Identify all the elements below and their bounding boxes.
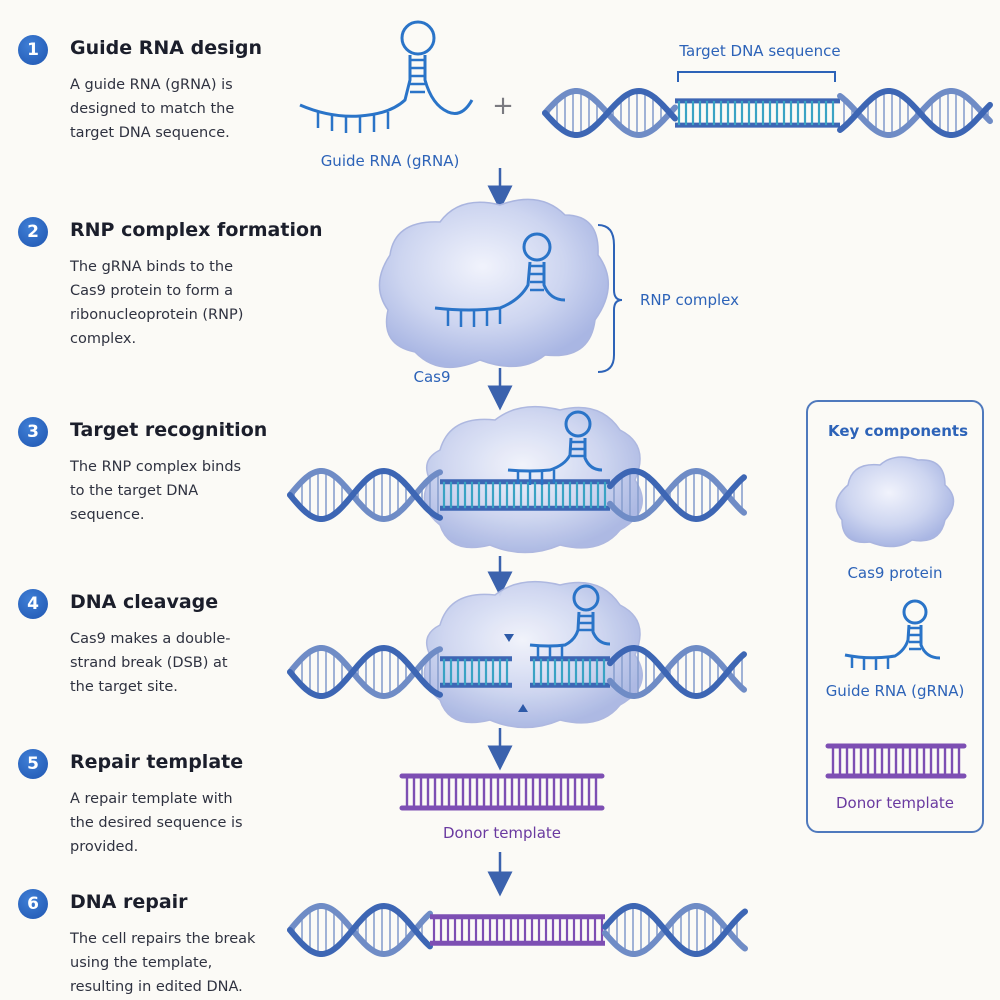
step-description-line: the target site.: [70, 679, 178, 695]
step-description-line: resulting in edited DNA.: [70, 979, 243, 995]
step-description-line: A repair template with: [70, 791, 233, 807]
key-donor-icon: [825, 743, 967, 779]
key-grna-icon: [844, 599, 941, 670]
key-components-panel: [806, 400, 984, 833]
step-description-line: designed to match the: [70, 101, 235, 117]
donor-template-step5: [399, 773, 605, 811]
step-title: Guide RNA design: [70, 37, 263, 59]
cas9-label: Cas9: [413, 368, 450, 386]
plus-sign: +: [492, 91, 514, 121]
step-description-line: complex.: [70, 331, 137, 347]
step-description-line: the desired sequence is: [70, 815, 243, 831]
step-description-line: Cas9 makes a double-: [70, 631, 231, 647]
step-description: A guide RNA (gRNA) is designed to match t…: [70, 73, 280, 145]
grna-in-target: [507, 410, 603, 485]
step-description-line: The RNP complex binds: [70, 459, 242, 475]
donor-template-label: Donor template: [443, 824, 561, 842]
step-description-line: ribonucleoprotein (RNP): [70, 307, 244, 323]
step-description: A repair template with the desired sequen…: [70, 787, 280, 859]
step-title: DNA repair: [70, 891, 188, 913]
target-sequence-bracket: [677, 71, 836, 82]
step-description-line: target DNA sequence.: [70, 125, 230, 141]
cut-site-top-marker: [504, 634, 514, 642]
step-number-badge: 6: [18, 889, 48, 919]
step-description-line: A guide RNA (gRNA) is: [70, 77, 233, 93]
step-number-badge: 3: [18, 417, 48, 447]
rnp-complex-label: RNP complex: [640, 291, 739, 309]
key-cas9-icon: [835, 456, 955, 548]
key-title: Key components: [828, 422, 968, 440]
step-description-line: to the target DNA: [70, 483, 199, 499]
step-number-badge: 5: [18, 749, 48, 779]
step-number-badge: 4: [18, 589, 48, 619]
step-number-badge: 1: [18, 35, 48, 65]
key-cas9-label: Cas9 protein: [847, 564, 942, 582]
step-description: The cell repairs the break using the temp…: [70, 927, 280, 999]
step-title: DNA cleavage: [70, 591, 219, 613]
key-donor-label: Donor template: [836, 794, 954, 812]
step-description-line: The cell repairs the break: [70, 931, 256, 947]
step-description-line: strand break (DSB) at: [70, 655, 228, 671]
step-title: Repair template: [70, 751, 244, 773]
key-grna-label: Guide RNA (gRNA): [826, 682, 965, 700]
step-description: The RNP complex binds to the target DNA se…: [70, 455, 280, 527]
step-description-line: The gRNA binds to the: [70, 259, 233, 275]
edited-dna-helix-step6: [287, 902, 748, 958]
cut-site-bottom-marker: [518, 704, 528, 712]
grna-in-rnp: [434, 232, 566, 327]
grna-molecule-step1: [299, 20, 474, 133]
step-description-line: Cas9 protein to form a: [70, 283, 234, 299]
target-dna-label: Target DNA sequence: [678, 42, 840, 60]
cas9-cloud-step2: [378, 198, 610, 369]
step-description-line: sequence.: [70, 507, 145, 523]
step-description: Cas9 makes a double-strand break (DSB) a…: [70, 627, 280, 699]
step-title: RNP complex formation: [70, 219, 323, 241]
rnp-bracket: [597, 224, 623, 373]
target-dna-helix-step1: [542, 87, 993, 139]
step-title: Target recognition: [70, 419, 268, 441]
step-description-line: provided.: [70, 839, 139, 855]
step-number-badge: 2: [18, 217, 48, 247]
grna-label: Guide RNA (gRNA): [321, 152, 460, 170]
cleaved-dna-helix-step4: [287, 644, 747, 700]
grna-in-cleavage: [529, 584, 611, 660]
step-description-line: using the template,: [70, 955, 213, 971]
cas9-cloud-step4: [423, 580, 643, 729]
dna-helix-step3: [287, 467, 747, 523]
